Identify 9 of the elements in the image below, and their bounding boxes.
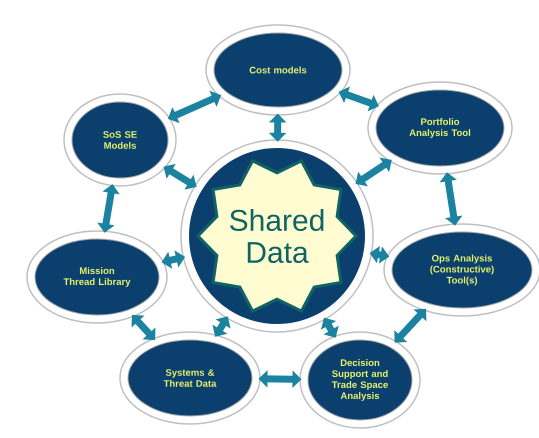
ellipse-node: Portfolio Analysis Tool bbox=[367, 81, 513, 175]
ellipse-node: SoS SE Models bbox=[63, 93, 177, 187]
ellipse-node: Mission Thread Library bbox=[26, 230, 168, 324]
double-arrow bbox=[394, 308, 426, 343]
ellipse-node: Systems & Threat Data bbox=[119, 331, 261, 425]
ellipse-node: Ops Analysis (Constructive) Tool(s) bbox=[383, 223, 539, 317]
ellipse-node: Cost models bbox=[205, 24, 351, 116]
double-arrow bbox=[356, 158, 392, 186]
ellipse-node: Decision Support and Trade Space Analysis bbox=[299, 331, 421, 429]
